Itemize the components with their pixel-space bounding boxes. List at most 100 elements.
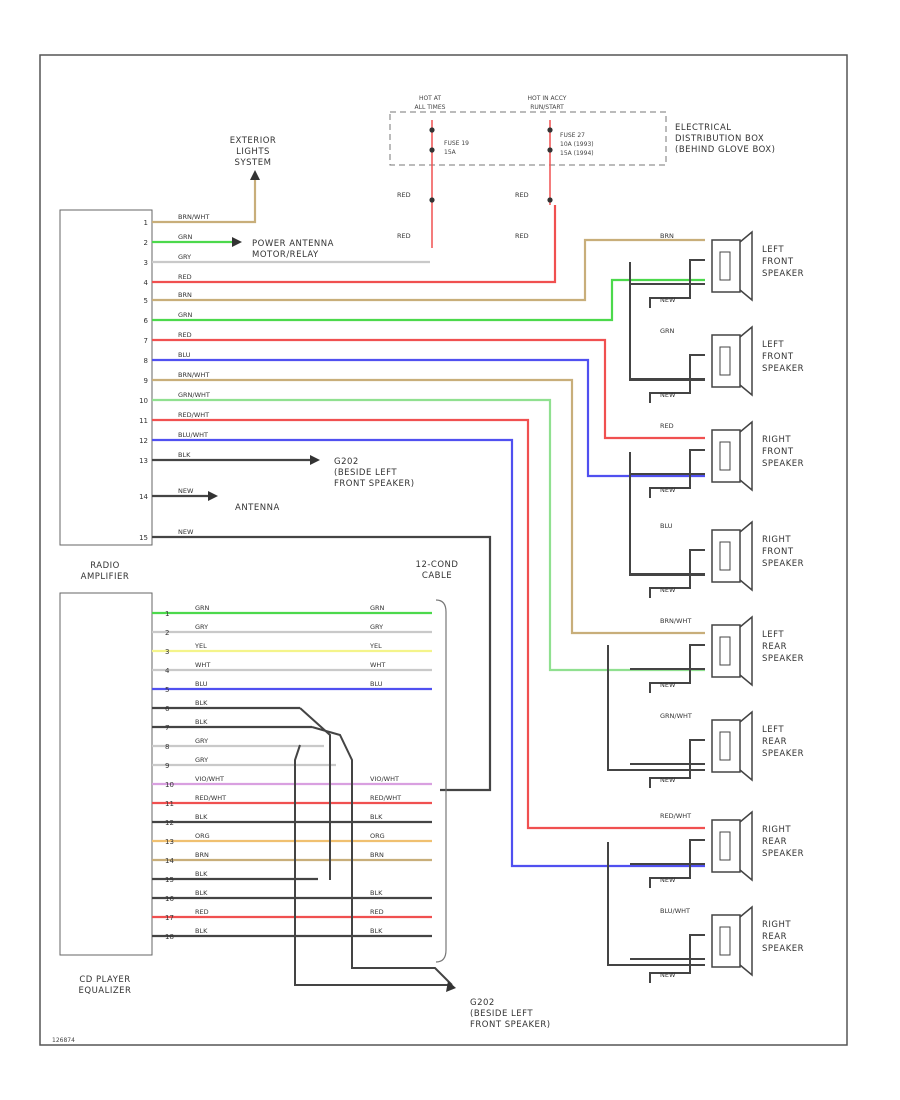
- speaker-body: [711, 819, 741, 873]
- cd-wire-label-2: GRY: [195, 623, 208, 631]
- wire-52: [649, 934, 705, 983]
- diagram-frame: [39, 54, 848, 1046]
- splice-dot-1: [429, 147, 435, 153]
- radio-pin-3: 3: [144, 259, 148, 267]
- speaker-bottom-wire-label: NEW: [660, 681, 676, 689]
- ground-bottom-label-3: FRONT SPEAKER): [470, 1020, 551, 1030]
- radio-pin-12: 12: [139, 437, 148, 445]
- red-label-a1: RED: [397, 191, 411, 199]
- radio-pin-14: 14: [139, 493, 148, 501]
- radio-pin-6: 6: [144, 317, 149, 325]
- wire-10: [152, 418, 705, 830]
- fuse-layer: [429, 127, 553, 203]
- radio-amplifier-box: [59, 209, 153, 546]
- fuse-27-label-1: FUSE 27: [560, 132, 585, 139]
- cd-wire-right-label-14: BRN: [370, 851, 384, 859]
- cd-wire-right-label-1: GRN: [370, 604, 385, 612]
- cd-wire-label-12: BLK: [195, 813, 208, 821]
- radio-pin-5: 5: [144, 297, 148, 305]
- cd-wire-label-3: YEL: [194, 642, 207, 650]
- speaker-label-3: SPEAKER: [762, 364, 804, 374]
- speaker-top-wire-label: GRN: [660, 327, 675, 335]
- cd-pin-1: 1: [165, 610, 169, 618]
- wire-46: [649, 644, 705, 693]
- wire-9: [152, 398, 705, 672]
- radio-pin-15: 15: [139, 534, 148, 542]
- speaker-top-wire-label: BLU/WHT: [660, 907, 690, 915]
- cd-wire-right-label-3: YEL: [369, 642, 382, 650]
- radio-pin-2: 2: [144, 239, 148, 247]
- cd-pin-17: 17: [165, 914, 174, 922]
- radio-wire-label-3: GRY: [178, 253, 191, 261]
- speaker-magnet: [719, 731, 731, 761]
- speaker-bottom-wire-label: NEW: [660, 586, 676, 594]
- speaker-label-1: LEFT: [762, 725, 784, 735]
- cd-wire-label-10: VIO/WHT: [195, 775, 224, 783]
- cd-wire-label-17: RED: [195, 908, 209, 916]
- radio-wire-labels: 1BRN/WHT2GRN3GRY4RED5BRN6GRN7RED8BLU9BRN…: [139, 213, 210, 542]
- speaker-body: [711, 334, 741, 388]
- cd-wire-right-label-4: WHT: [370, 661, 385, 669]
- wire-5: [152, 278, 705, 322]
- antenna-arrow: [208, 491, 218, 501]
- fuse-19-label-2: 15A: [444, 149, 457, 156]
- cd-player-label-2: EQUALIZER: [79, 986, 132, 996]
- speaker-cone: [739, 420, 753, 492]
- ground-top-label-3: FRONT SPEAKER): [334, 479, 415, 489]
- speaker-top-wire-label: BRN/WHT: [660, 617, 691, 625]
- radio-wire-label-10: GRN/WHT: [178, 391, 210, 399]
- speaker-label-2: REAR: [762, 737, 787, 747]
- radio-pin-10: 10: [139, 397, 148, 405]
- cd-wire-label-7: BLK: [195, 718, 208, 726]
- speaker-label-2: FRONT: [762, 447, 794, 457]
- speaker-top-wire-label: BLU: [660, 522, 673, 530]
- hot-at-all-times-label-1: HOT AT: [419, 95, 441, 102]
- radio-wire-label-5: BRN: [178, 291, 192, 299]
- fuse-27-label-2: 10A (1993): [560, 141, 594, 148]
- wire-6: [152, 338, 705, 440]
- cd-wire-label-9: GRY: [195, 756, 208, 764]
- wire-48: [649, 739, 705, 788]
- wire-40: [649, 354, 705, 403]
- radio-pin-4: 4: [144, 279, 149, 287]
- wire-35: [299, 707, 331, 880]
- speaker-magnet: [719, 441, 731, 471]
- speaker-label-1: RIGHT: [762, 920, 791, 930]
- electrical-distribution-box: [389, 111, 667, 166]
- power-antenna-label-2: MOTOR/RELAY: [252, 250, 319, 260]
- speaker-top-wire-label: BRN: [660, 232, 674, 240]
- cd-wire-label-15: BLK: [195, 870, 208, 878]
- speaker-bottom-wire-label: NEW: [660, 776, 676, 784]
- radio-wire-label-8: BLU: [178, 351, 191, 359]
- wire-57: [607, 842, 705, 966]
- radio-pin-11: 11: [139, 417, 148, 425]
- radio-pin-9: 9: [144, 377, 148, 385]
- cd-wire-label-16: BLK: [195, 889, 208, 897]
- cd-pin-2: 2: [165, 629, 169, 637]
- elec-box-label-1: ELECTRICAL: [675, 123, 732, 133]
- speaker-label-2: FRONT: [762, 352, 794, 362]
- cd-pin-7: 7: [165, 724, 169, 732]
- speaker-label-3: SPEAKER: [762, 459, 804, 469]
- splice-dot-0: [429, 127, 435, 133]
- cd-wire-right-label-16: BLK: [370, 889, 383, 897]
- radio-wire-label-13: BLK: [178, 451, 191, 459]
- speaker-label-1: RIGHT: [762, 535, 791, 545]
- cd-wire-label-11: RED/WHT: [195, 794, 226, 802]
- speaker-label-3: SPEAKER: [762, 269, 804, 279]
- cd-pin-10: 10: [165, 781, 174, 789]
- cable-label-2: CABLE: [422, 571, 452, 581]
